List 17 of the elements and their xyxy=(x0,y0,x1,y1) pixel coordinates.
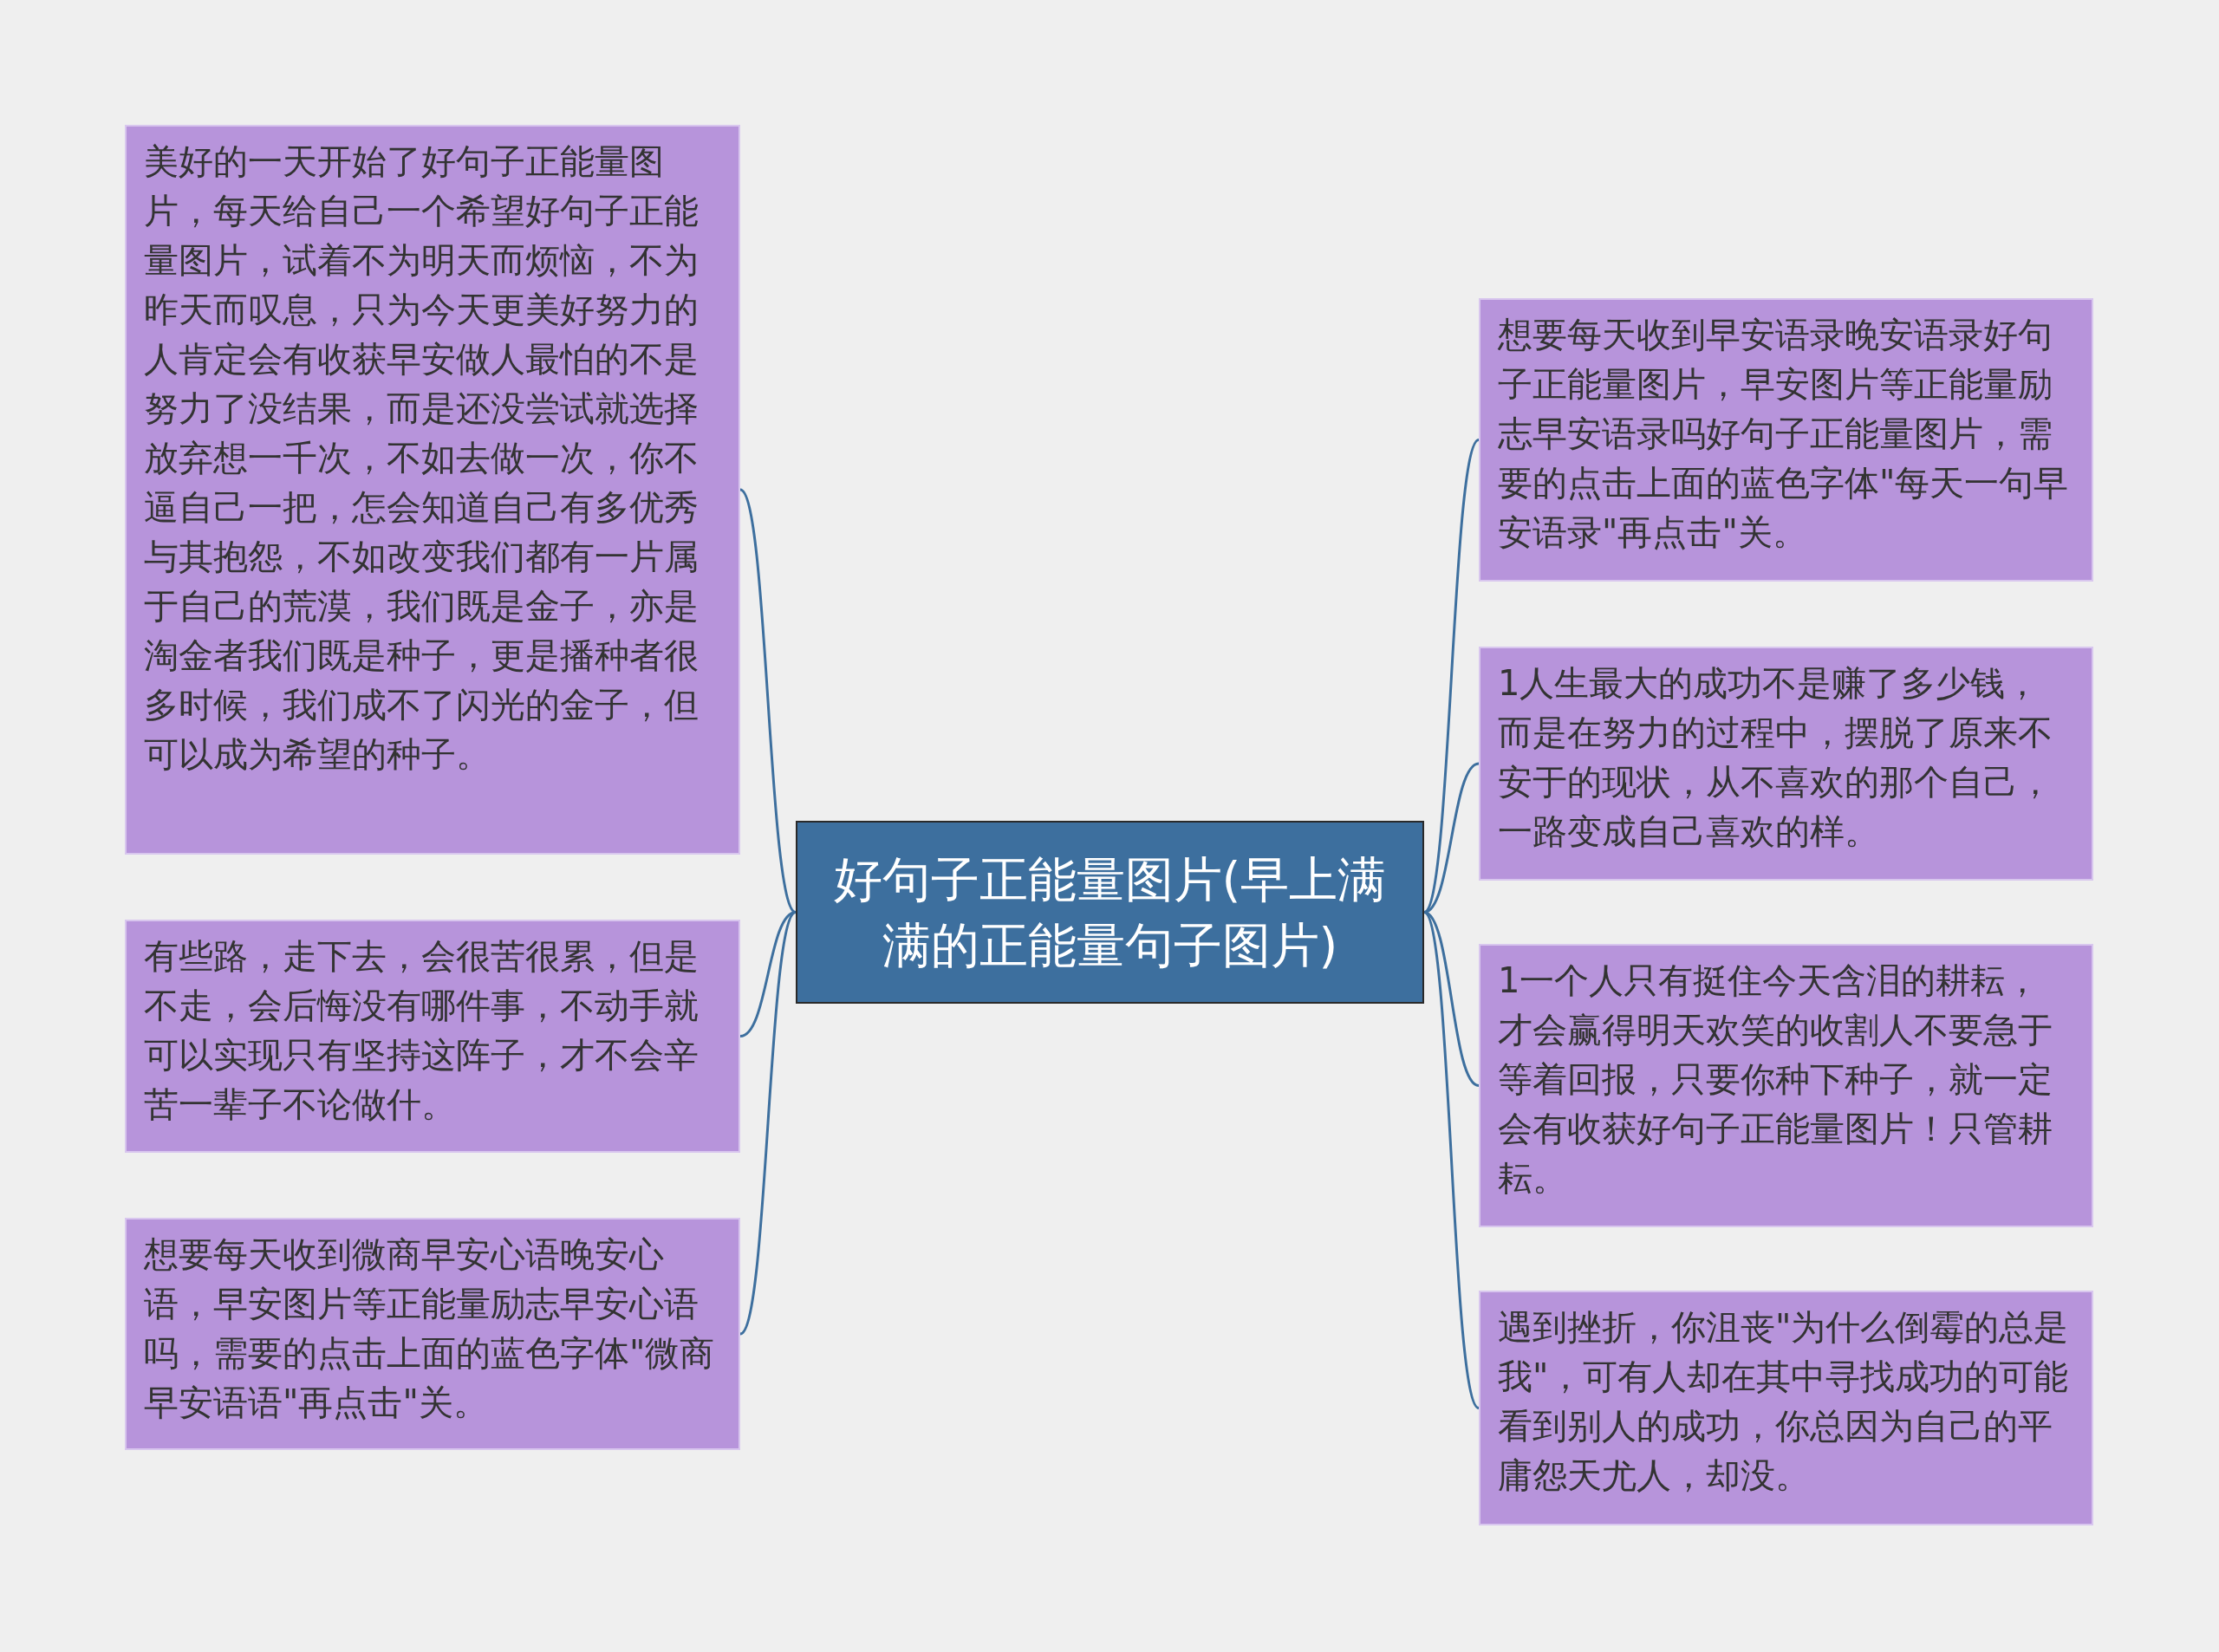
topic-text: 好句子正能量图片(早上满满的正能量句子图片) xyxy=(832,849,1388,975)
branch-box xyxy=(125,920,740,1153)
branch-box xyxy=(1479,944,2093,1227)
branch-text: 有些路，走下去，会很苦很累，但是不走，会后悔没有哪件事，不动手就可以实现只有坚持这阵子，才不会辛苦一辈子不论做什。 xyxy=(144,935,700,1126)
branch-text: 1人生最大的成功不是赚了多少钱，而是在努力的过程中，摆脱了原来不安于的现状，从不喜欢的那个自己，一路变成自己喜欢的样。 xyxy=(1498,662,2053,853)
topic-box xyxy=(796,821,1424,1004)
branch-text: 遇到挫折，你沮丧"为什么倒霉的总是我"，可有人却在其中寻找成功的可能看到别人的成功，你总因为自己的平庸怨天尤人，却没。 xyxy=(1498,1306,2070,1497)
branch-box xyxy=(1479,298,2093,582)
branch-box xyxy=(1479,647,2093,881)
branch-text: 想要每天收到早安语录晚安语录好句子正能量图片，早安图片等正能量励志早安语录吗好句子正能量图片，需要的点击上面的蓝色字体"每天一句早安语录"再点击"关。 xyxy=(1498,314,2070,554)
branch-box xyxy=(125,125,740,855)
branch-box xyxy=(125,1218,740,1450)
branch-text: 1一个人只有挺住今天含泪的耕耘，才会赢得明天欢笑的收割人不要急于等着回报，只要你种下种子，就一定会有收获好句子正能量图片！只管耕耘。 xyxy=(1498,959,2053,1200)
connector-curve xyxy=(739,911,797,1037)
branch-text: 美好的一天开始了好句子正能量图片，每天给自己一个希望好句子正能量图片，试着不为明天而烦恼，不为昨天而叹息，只为今天更美好努力的人肯定会有收获早安做人最怕的不是努力了没结果，而是还没尝试就选择放弃想一千次，不如去做一次，你不逼自己一把，怎会知道自己有多优秀与其抱怨，不如改变我们都有一片属于自己的荒漠，我们既是金子，亦是淘金者我们既是种子，更是播种者很多时候，我们成不了闪光的金子，但可以成为希望的种子。 xyxy=(144,140,700,776)
branch-box xyxy=(1479,1291,2093,1525)
branch-text: 想要每天收到微商早安心语晚安心语，早安图片等正能量励志早安心语吗，需要的点击上面的蓝色字体"微商早安语语"再点击"关。 xyxy=(144,1233,716,1424)
